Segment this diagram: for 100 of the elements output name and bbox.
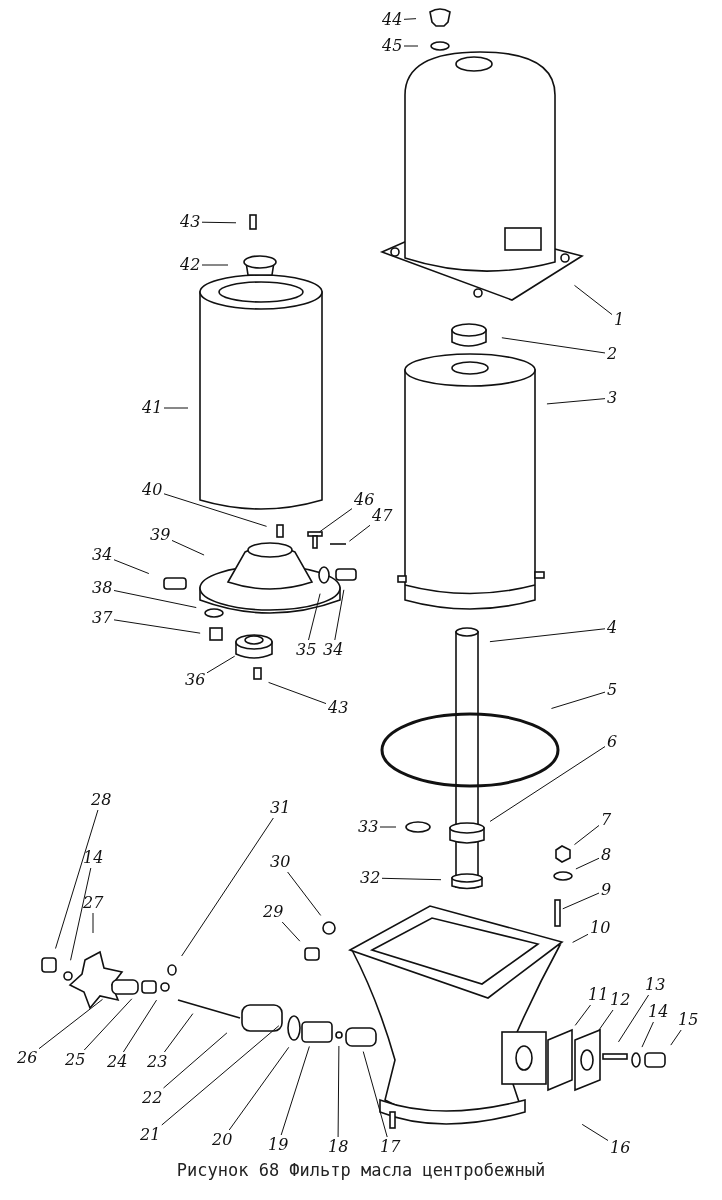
leader-line	[163, 1013, 194, 1053]
callout-number: 26	[17, 1049, 38, 1067]
callout-number: 42	[180, 256, 201, 274]
callout-number: 21	[140, 1126, 161, 1144]
callout-number: 7	[601, 811, 612, 829]
callout-number: 9	[601, 881, 612, 899]
leader-line	[201, 264, 229, 266]
leader-line	[268, 681, 327, 705]
leader-line	[171, 539, 205, 556]
leader-line	[489, 628, 606, 643]
callout-number: 3	[607, 389, 618, 407]
leader-line	[598, 1009, 614, 1031]
callout-number: 13	[645, 976, 666, 994]
callout-number: 39	[150, 526, 171, 544]
callout-number: 12	[610, 991, 631, 1009]
callout-number: 11	[588, 986, 609, 1004]
leader-line	[575, 857, 600, 870]
leader-line	[403, 18, 417, 20]
leader-line	[618, 994, 650, 1043]
callout-number: 34	[92, 546, 113, 564]
callout-number: 24	[107, 1053, 128, 1071]
callout-number: 44	[382, 11, 403, 29]
leader-line	[403, 45, 419, 47]
callout-number: 20	[212, 1131, 233, 1149]
callout-number: 31	[270, 799, 291, 817]
callout-number: 15	[678, 1011, 699, 1029]
leader-line	[334, 589, 345, 641]
callout-number: 19	[268, 1136, 289, 1154]
leader-line	[546, 398, 606, 405]
leader-line	[573, 284, 613, 316]
callout-number: 17	[380, 1138, 401, 1156]
leader-line	[641, 1021, 654, 1048]
callout-number: 35	[296, 641, 317, 659]
leader-line	[337, 1045, 340, 1138]
callout-number: 43	[328, 699, 349, 717]
leader-line	[181, 817, 274, 957]
callout-number: 28	[91, 791, 112, 809]
callout-number: 23	[147, 1053, 168, 1071]
leader-line	[670, 1029, 682, 1046]
leader-line	[574, 1004, 591, 1026]
leader-line	[489, 746, 606, 822]
callout-number: 25	[65, 1051, 86, 1069]
callout-number: 32	[360, 869, 381, 887]
leader-line	[163, 407, 189, 409]
callout-number: 29	[263, 903, 284, 921]
callout-number: 1	[614, 311, 625, 329]
callout-number: 18	[328, 1138, 349, 1156]
callout-number: 14	[648, 1003, 669, 1021]
leader-line	[319, 508, 353, 533]
leader-line	[163, 1032, 228, 1089]
leader-line	[381, 877, 442, 881]
leader-line	[113, 619, 201, 634]
leader-line	[92, 912, 94, 934]
callout-number: 47	[372, 507, 393, 525]
callout-number: 16	[610, 1139, 631, 1157]
callout-number: 36	[185, 671, 206, 689]
leader-line	[55, 809, 99, 950]
callout-number: 46	[354, 491, 375, 509]
leader-line	[113, 559, 150, 575]
leader-line	[280, 1045, 310, 1136]
leader-line	[573, 824, 600, 846]
callout-number: 27	[83, 894, 104, 912]
leader-line	[348, 524, 371, 542]
leader-line	[562, 892, 600, 910]
callout-number: 38	[92, 579, 113, 597]
callout-number: 6	[607, 733, 618, 751]
callout-number: 4	[607, 619, 618, 637]
leader-line	[551, 691, 606, 709]
leader-line	[281, 921, 301, 942]
callout-number: 2	[607, 345, 618, 363]
leader-line	[572, 933, 589, 943]
leader-line	[201, 221, 237, 224]
leader-line	[228, 1046, 290, 1131]
callout-number: 30	[270, 853, 291, 871]
callout-number: 22	[142, 1089, 163, 1107]
leader-line	[501, 337, 606, 354]
leader-line	[70, 867, 92, 961]
leader-line	[163, 493, 268, 527]
leader-line	[287, 871, 322, 916]
callout-number: 43	[180, 213, 201, 231]
callout-number: 8	[601, 846, 612, 864]
callout-number: 37	[92, 609, 113, 627]
leader-line	[362, 1051, 388, 1138]
leader-line	[581, 1123, 609, 1141]
leader-line	[122, 999, 158, 1053]
leader-line	[38, 998, 103, 1050]
leader-line	[161, 1025, 280, 1126]
callout-number: 41	[142, 399, 163, 417]
leader-line	[308, 593, 321, 641]
leader-line	[83, 998, 133, 1051]
callout-number: 33	[358, 818, 379, 836]
callout-number: 45	[382, 37, 403, 55]
leader-line	[113, 590, 197, 609]
leader-line	[206, 655, 236, 674]
callout-number: 34	[323, 641, 344, 659]
leader-line	[379, 826, 397, 828]
callout-number: 40	[142, 481, 163, 499]
callout-number: 14	[83, 849, 104, 867]
callout-number: 10	[590, 919, 611, 937]
callout-number: 5	[607, 681, 618, 699]
